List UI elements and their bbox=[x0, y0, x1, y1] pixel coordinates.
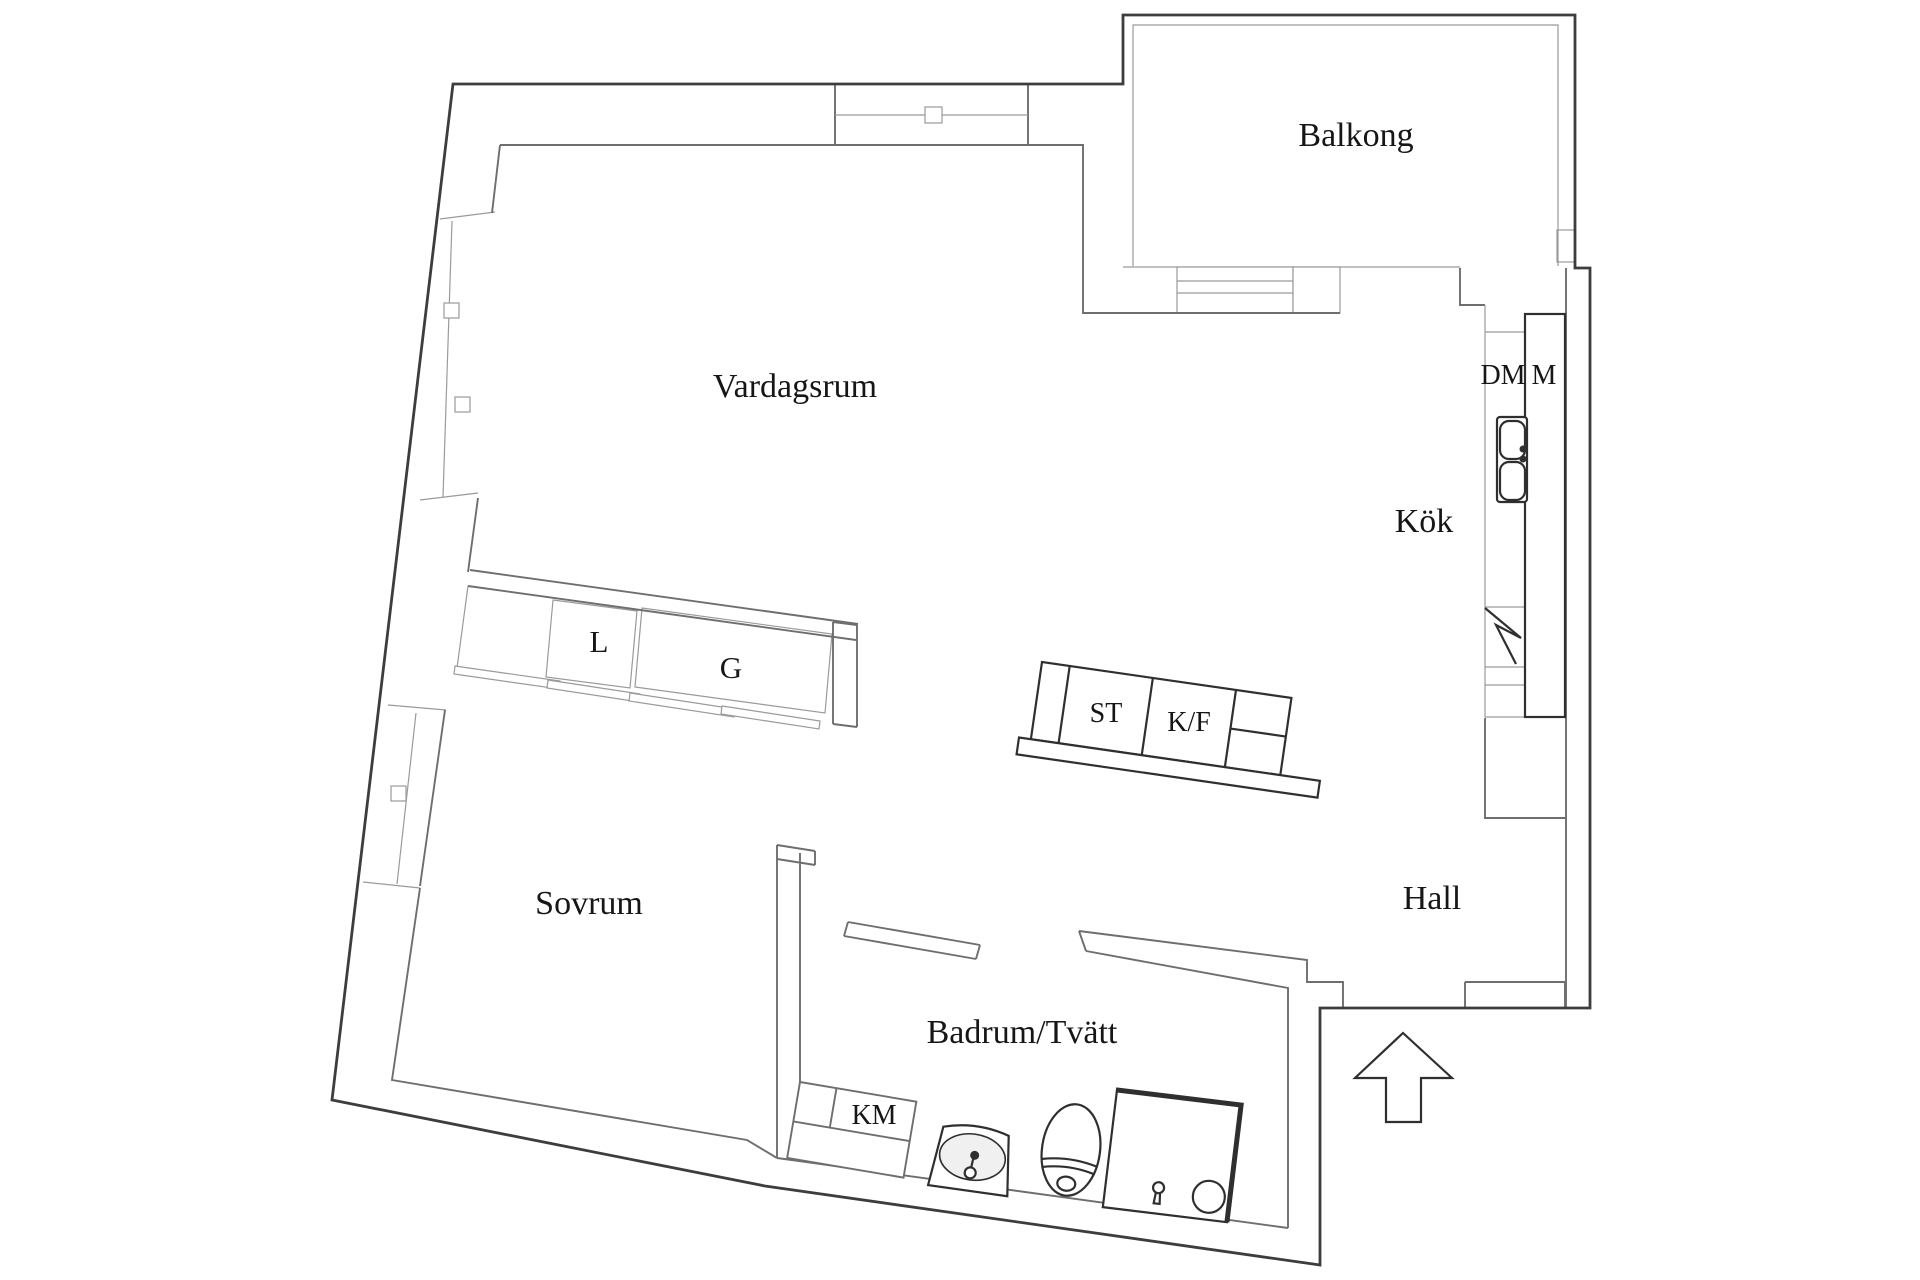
closet-area bbox=[453, 585, 833, 730]
shower-tap-icon bbox=[1151, 1181, 1166, 1206]
entrance-arrow-icon bbox=[1352, 1031, 1455, 1124]
tall-cabinet bbox=[1523, 312, 1567, 719]
appliance-label-dm: DM bbox=[1480, 360, 1525, 391]
toilet-icon bbox=[1040, 1103, 1102, 1197]
exterior-outline bbox=[330, 13, 1592, 1267]
room-label-hall: Hall bbox=[1403, 880, 1462, 917]
appliance-label-kf: K/F bbox=[1167, 707, 1211, 738]
closet-l-box bbox=[545, 599, 638, 689]
room-label-sovrum: Sovrum bbox=[535, 885, 643, 922]
kitchen-counter bbox=[1484, 305, 1567, 719]
room-label-balkong: Balkong bbox=[1298, 117, 1413, 154]
interior-walls bbox=[390, 144, 1567, 1229]
appliance-label-km: KM bbox=[851, 1100, 896, 1131]
washing-machine bbox=[786, 1080, 918, 1179]
appliance-label-m: M bbox=[1532, 360, 1557, 391]
shower-icon bbox=[1101, 1087, 1244, 1224]
living-bedroom-wall bbox=[467, 569, 859, 641]
top-wall-window bbox=[834, 84, 1029, 145]
sliding-door-rails bbox=[453, 665, 821, 730]
closet-label-g: G bbox=[720, 650, 742, 685]
room-label-kok: Kök bbox=[1395, 503, 1454, 540]
left-wall-windows bbox=[362, 211, 496, 889]
wash-basin-icon bbox=[926, 1124, 1010, 1198]
kitchen-sink-icon bbox=[1495, 415, 1529, 504]
balcony-door-steps bbox=[1176, 266, 1341, 314]
closet-g-box bbox=[634, 607, 833, 714]
closet-label-l: L bbox=[590, 624, 609, 659]
appliance-label-st: ST bbox=[1090, 698, 1123, 729]
room-label-vardagsrum: Vardagsrum bbox=[713, 368, 877, 405]
room-label-badrum: Badrum/Tvätt bbox=[927, 1014, 1118, 1051]
kitchen-island bbox=[1015, 660, 1322, 799]
stove-icon bbox=[1484, 607, 1522, 665]
